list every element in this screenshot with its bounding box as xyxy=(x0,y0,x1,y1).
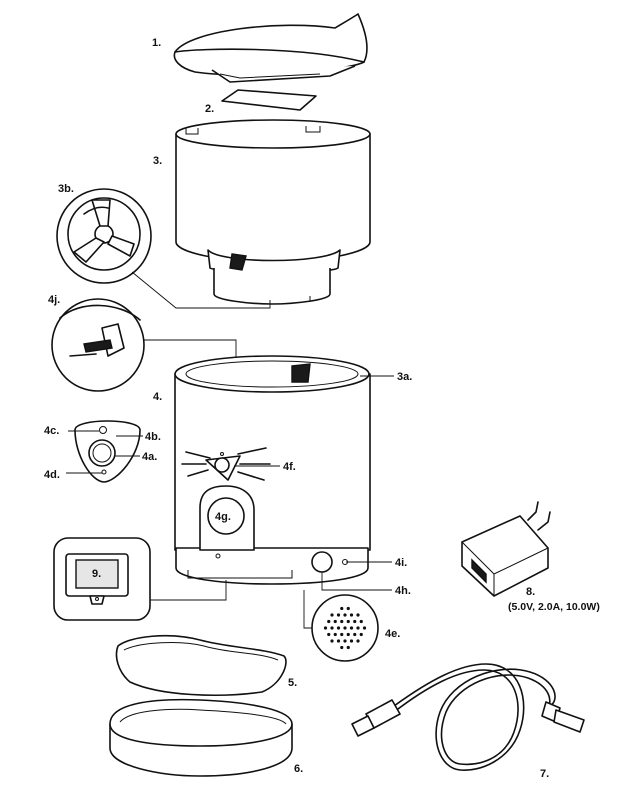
grille-hole xyxy=(346,632,350,637)
food-container-icon xyxy=(175,119,371,305)
grille-hole xyxy=(336,613,341,617)
power-adapter-icon xyxy=(461,501,551,597)
label-4h: 4h. xyxy=(395,585,411,597)
grille-hole xyxy=(343,639,347,643)
grille-hole xyxy=(336,639,341,643)
label-1: 1. xyxy=(152,37,161,49)
label-4d: 4d. xyxy=(44,469,60,481)
grille-hole xyxy=(330,639,334,643)
label-4c: 4c. xyxy=(44,425,59,437)
grille-hole xyxy=(356,639,360,643)
speaker-grille-icon xyxy=(303,590,379,662)
label-8-spec: (5.0V, 2.0A, 10.0W) xyxy=(508,601,600,613)
label-7: 7. xyxy=(540,768,549,780)
grille-hole xyxy=(353,632,357,637)
bowl-holder-icon xyxy=(109,698,293,777)
label-4j: 4j. xyxy=(48,294,60,306)
grille-hole xyxy=(356,626,360,630)
control-panel-icon xyxy=(66,420,143,483)
grille-hole xyxy=(330,626,334,630)
latch-detail-icon xyxy=(51,298,237,392)
lid-icon xyxy=(173,13,368,83)
label-4e: 4e. xyxy=(385,628,400,640)
grille-hole xyxy=(327,619,331,624)
grille-hole xyxy=(349,613,354,617)
label-4: 4. xyxy=(153,391,162,403)
grille-hole xyxy=(343,626,347,630)
base-unit-icon xyxy=(174,355,371,585)
rotor-detail-icon xyxy=(56,188,271,309)
label-8: 8. xyxy=(526,586,535,598)
grille-hole xyxy=(359,632,363,637)
cat-face-panel-icon xyxy=(181,447,271,481)
label-9: 9. xyxy=(92,568,101,580)
label-4b: 4b. xyxy=(145,431,161,443)
grille-hole xyxy=(362,626,367,630)
grille-hole xyxy=(330,613,334,617)
grille-hole xyxy=(340,632,344,637)
label-5: 5. xyxy=(288,677,297,689)
label-6: 6. xyxy=(294,763,303,775)
food-bowl-icon xyxy=(115,634,287,696)
grille-hole xyxy=(346,606,350,611)
grille-hole xyxy=(333,632,337,637)
grille-hole xyxy=(353,619,357,624)
card-slot-detail-icon xyxy=(53,537,227,621)
label-3a: 3a. xyxy=(397,371,412,383)
grille-hole xyxy=(323,626,328,630)
grille-hole xyxy=(349,626,354,630)
label-2: 2. xyxy=(205,103,214,115)
label-3: 3. xyxy=(153,155,162,167)
label-4i: 4i. xyxy=(395,557,407,569)
label-3b: 3b. xyxy=(58,183,74,195)
grille-hole xyxy=(356,613,360,617)
label-4g: 4g. xyxy=(215,511,231,523)
grille-hole xyxy=(346,619,350,624)
grille-hole xyxy=(340,645,344,650)
desiccant-pack-icon xyxy=(221,89,317,111)
grille-hole xyxy=(327,632,331,637)
label-4a: 4a. xyxy=(142,451,157,463)
grille-hole xyxy=(346,645,350,650)
grille-hole xyxy=(340,619,344,624)
grille-hole xyxy=(336,626,341,630)
grille-hole xyxy=(333,619,337,624)
grille-hole xyxy=(349,639,354,643)
grille-hole xyxy=(343,613,347,617)
label-4f: 4f. xyxy=(283,461,296,473)
grille-hole xyxy=(359,619,363,624)
usb-cable-icon xyxy=(351,663,585,771)
grille-hole xyxy=(340,606,344,611)
